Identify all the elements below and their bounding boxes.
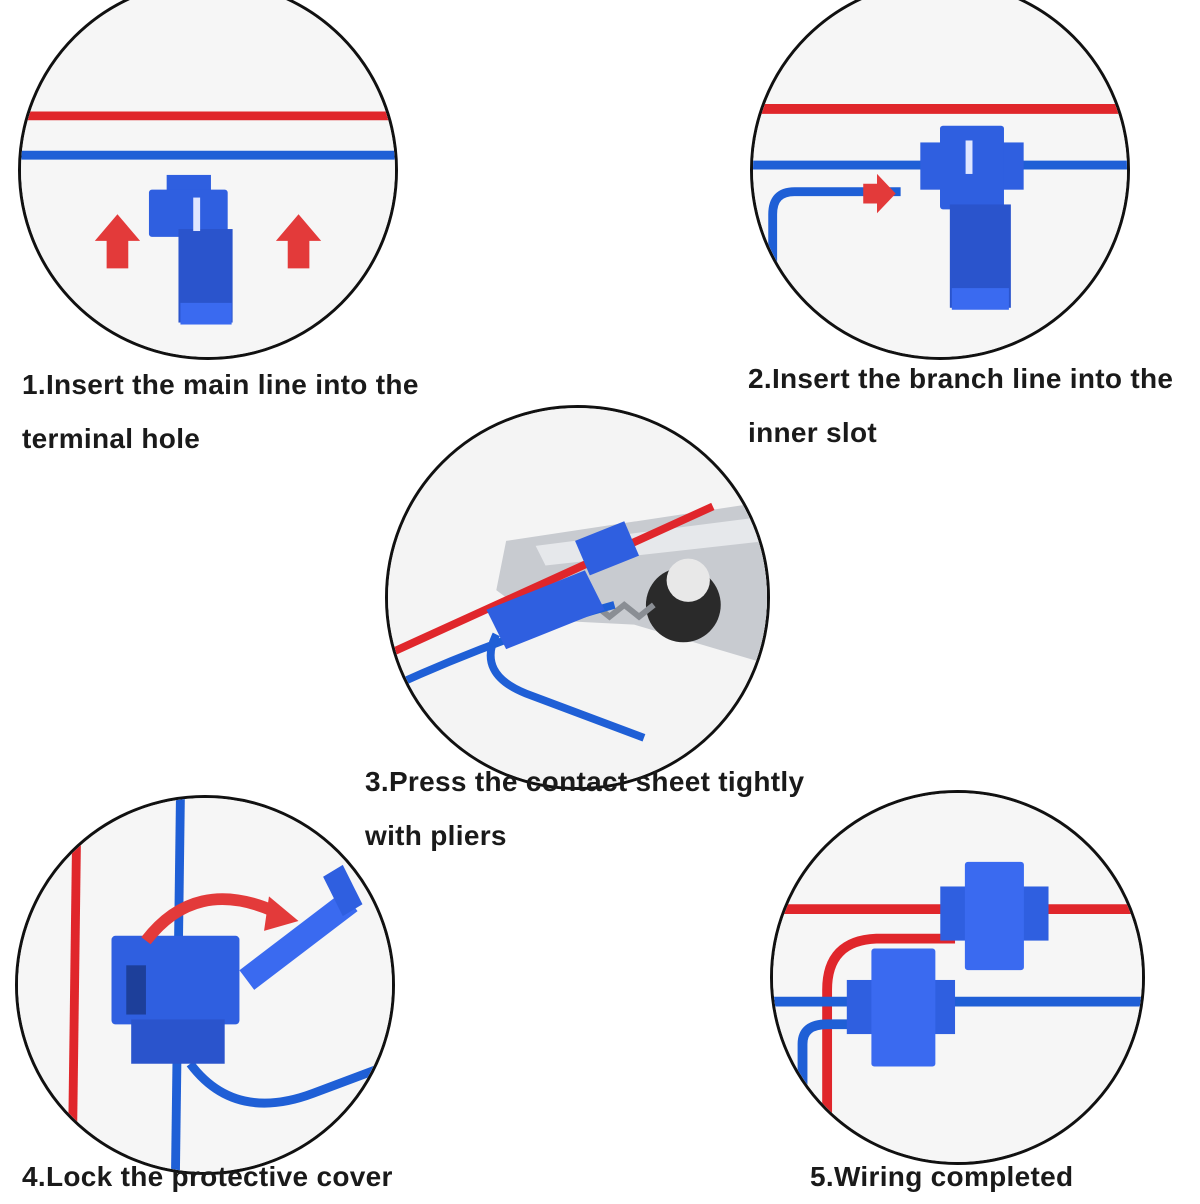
t-tap-connector-icon — [148, 174, 233, 325]
blue-branch-wire — [186, 1059, 392, 1108]
step-5-illustration — [770, 790, 1145, 1165]
red-wire — [388, 502, 715, 658]
step-4-caption-line-1: 4.Lock the protective cover — [22, 1161, 393, 1192]
t-tap-connector-icon — [920, 125, 1024, 310]
t-tap-connector-icon — [940, 861, 1049, 971]
step-2-caption-line-2: inner slot — [748, 417, 878, 448]
red-up-arrow-icon — [94, 214, 322, 269]
step-2-illustration — [750, 0, 1130, 360]
curved-arrow-icon — [141, 893, 277, 945]
step-3-caption-line-1: 3.Press the contact sheet tightly — [365, 766, 805, 797]
t-tap-connector-icon — [486, 521, 640, 650]
red-branch-wire — [822, 933, 956, 1162]
step-1-caption-line-1: 1.Insert the main line into the — [22, 369, 419, 400]
red-right-arrow-icon — [863, 173, 896, 214]
step-4-illustration — [15, 795, 395, 1175]
step-3-caption-line-2: with pliers — [365, 820, 507, 851]
blue-branch-wire — [797, 1019, 862, 1162]
blue-branch-wire — [486, 632, 646, 742]
step-2-caption-line-1: 2.Insert the branch line into the — [748, 363, 1174, 394]
t-tap-connector-icon — [111, 864, 363, 1064]
step-1-illustration — [18, 0, 398, 360]
step-5-caption-line-1: 5.Wiring completed — [810, 1161, 1074, 1192]
red-wire — [67, 798, 82, 1172]
blue-branch-wire — [768, 187, 901, 279]
step-1-caption-line-2: terminal hole — [22, 423, 201, 454]
step-3-illustration — [385, 405, 770, 790]
t-tap-connector-icon — [846, 948, 956, 1067]
